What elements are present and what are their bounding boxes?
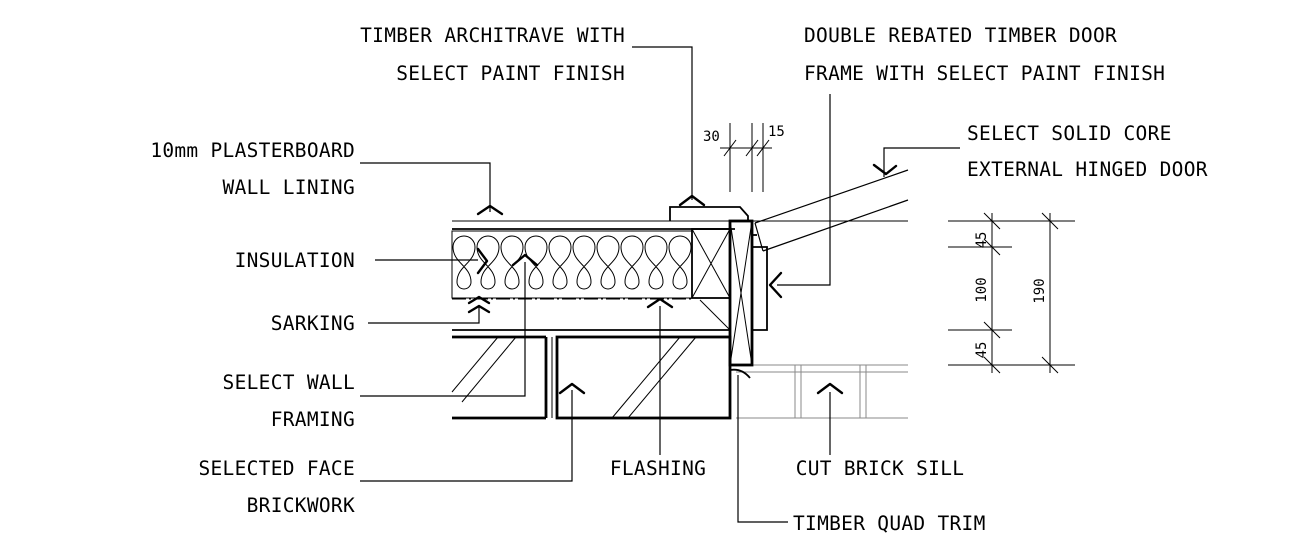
architrave (669, 206, 749, 221)
label-brickwork-line2: BRICKWORK (247, 494, 355, 517)
insulation-loop-pattern (452, 235, 692, 290)
dim-30: 30 (703, 129, 720, 145)
label-quad: TIMBER QUAD TRIM (793, 512, 986, 535)
label-framing-line1: SELECT WALL (223, 371, 355, 394)
insulation-batts (451, 230, 693, 299)
label-framing-line2: FRAMING (271, 408, 355, 431)
label-frame-line1: DOUBLE REBATED TIMBER DOOR (804, 24, 1117, 47)
leader-flashing (646, 297, 674, 455)
dimension-vertical (948, 212, 1075, 374)
plasterboard-lining (452, 220, 735, 230)
label-door-line1: SELECT SOLID CORE (967, 122, 1172, 145)
door-leaf (754, 169, 909, 252)
leader-framing (360, 253, 539, 397)
leader-quad (737, 375, 788, 523)
leader-sill (816, 382, 844, 455)
label-sill: CUT BRICK SILL (796, 457, 965, 480)
label-frame-line2: FRAME WITH SELECT PAINT FINISH (804, 62, 1165, 85)
leader-frame (768, 94, 831, 299)
label-architrave-line2: SELECT PAINT FINISH (396, 62, 625, 85)
dim-100: 100 (974, 277, 990, 302)
brickwork (451, 335, 732, 420)
leader-architrave (632, 46, 706, 207)
label-sarking: SARKING (271, 312, 355, 335)
label-architrave-line1: TIMBER ARCHITRAVE WITH (360, 24, 625, 47)
leader-plasterboard (360, 162, 504, 216)
dim-45-bottom: 45 (974, 342, 990, 359)
timber-stud (691, 228, 731, 299)
door-frame (692, 219, 768, 367)
dim-15: 15 (768, 124, 785, 140)
label-flashing: FLASHING (610, 457, 706, 480)
cut-brick-sill (736, 364, 908, 419)
leader-brickwork (360, 382, 586, 482)
label-insulation: INSULATION (235, 249, 355, 272)
quad-trim (729, 368, 751, 379)
label-brickwork-line1: SELECTED FACE (198, 457, 355, 480)
label-plasterboard-line2: WALL LINING (223, 176, 355, 199)
label-plasterboard-line1: 10mm PLASTERBOARD (150, 139, 355, 162)
leader-sarking (368, 295, 491, 324)
label-door-line2: EXTERNAL HINGED DOOR (967, 158, 1208, 181)
dimension-30-15 (720, 123, 772, 192)
dim-45-top: 45 (974, 232, 990, 249)
leader-door (872, 147, 960, 177)
leader-insulation (375, 247, 489, 275)
dim-190: 190 (1032, 278, 1048, 303)
